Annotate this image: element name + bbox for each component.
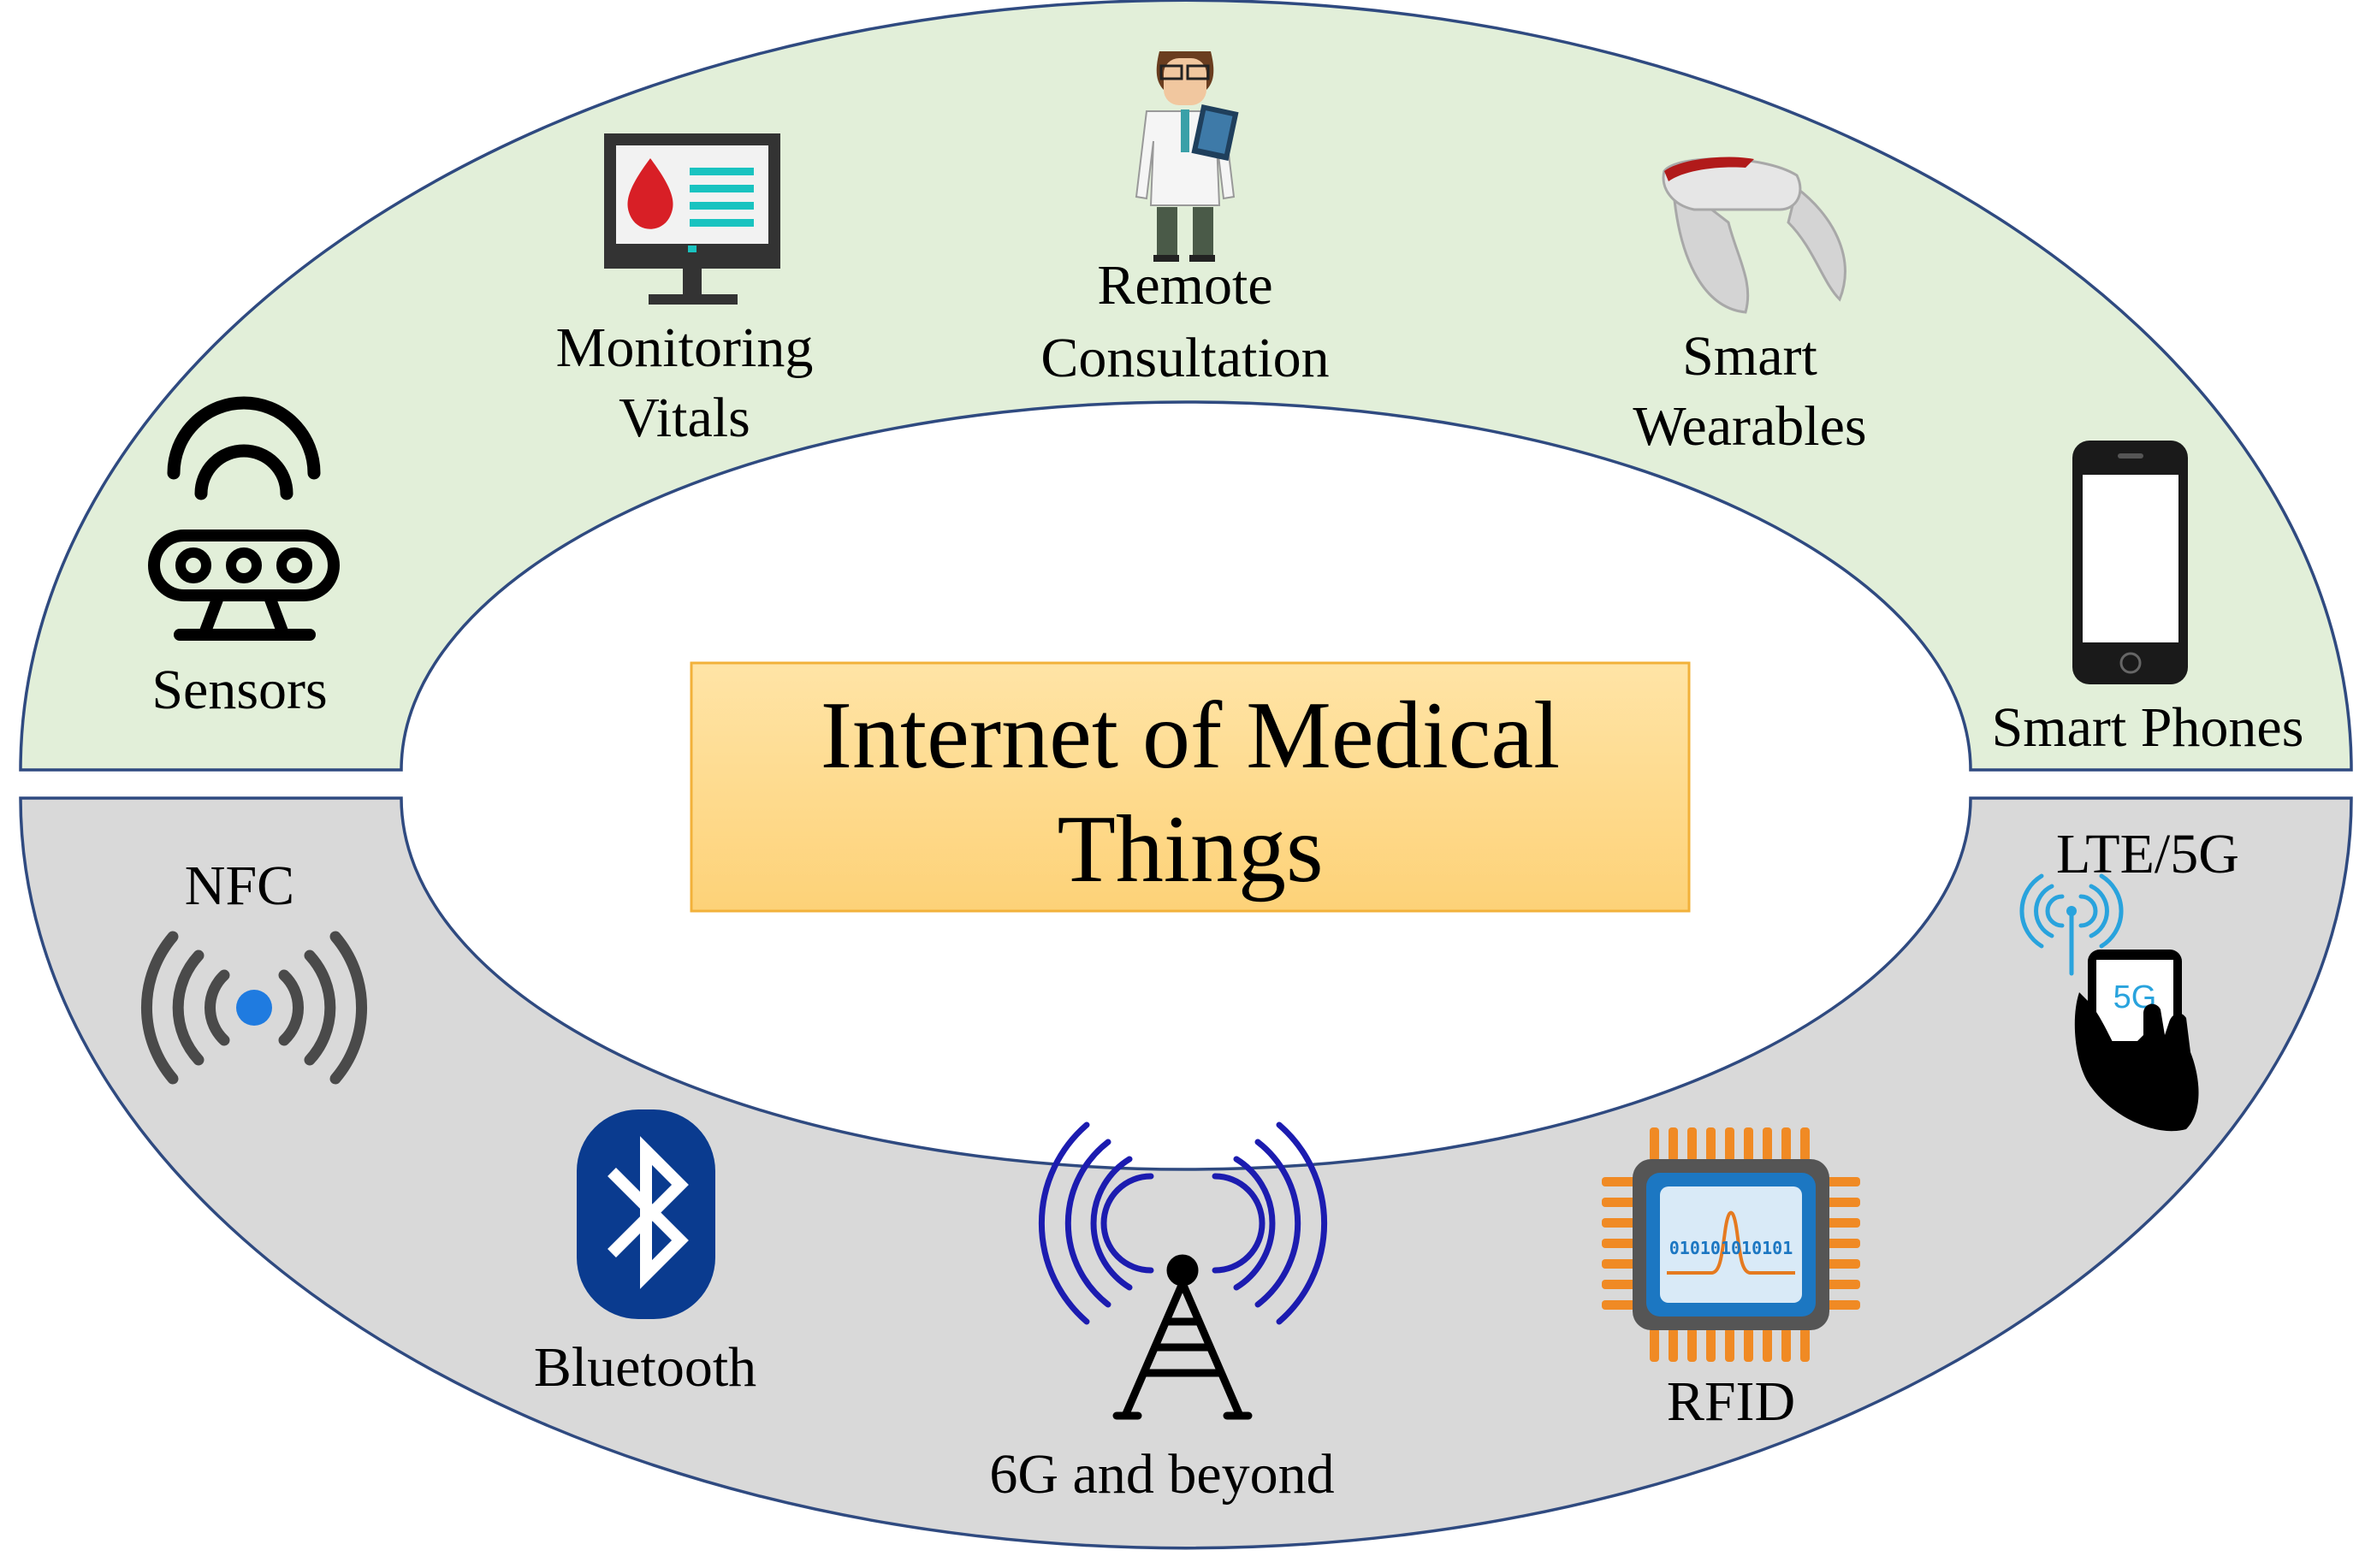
- rfid-pin: [1602, 1259, 1636, 1269]
- rfid-pin: [1763, 1127, 1772, 1162]
- rfid-pin: [1800, 1127, 1810, 1162]
- rfid-pin: [1706, 1328, 1716, 1362]
- lte-5g-label: LTE/5G: [2056, 823, 2239, 885]
- 6g-label: 6G and beyond: [989, 1443, 1334, 1506]
- smart-wearables-label-1: Smart: [1682, 325, 1817, 388]
- rfid-pin: [1669, 1127, 1678, 1162]
- rfid-pin: [1602, 1218, 1636, 1228]
- rfid-pin: [1725, 1328, 1734, 1362]
- rfid-pin: [1800, 1328, 1810, 1362]
- rfid-pin: [1744, 1127, 1753, 1162]
- nfc-item: NFC: [140, 855, 368, 1085]
- center-title-line-2: Things: [1057, 796, 1323, 902]
- monitoring-vitals-label-1: Monitoring: [556, 317, 814, 379]
- rfid-pin: [1602, 1280, 1636, 1289]
- remote-consultation-label-2: Consultation: [1040, 327, 1329, 389]
- rfid-pin: [1763, 1328, 1772, 1362]
- monitoring-vitals-label-2: Vitals: [619, 387, 750, 449]
- smart-phones-label: Smart Phones: [1992, 696, 2304, 759]
- rfid-pin: [1602, 1239, 1636, 1248]
- doctor-tablet-icon: [1135, 51, 1239, 262]
- rfid-pin: [1826, 1239, 1860, 1248]
- remote-consultation-label-1: Remote: [1097, 254, 1272, 317]
- sensors-item: Sensors: [148, 396, 340, 721]
- monitoring-vitals-item: Monitoring Vitals: [556, 133, 814, 449]
- rfid-chip-icon: 010101010101: [1602, 1127, 1860, 1362]
- smart-wearables-item: Smart Wearables: [1633, 157, 1867, 458]
- rfid-pin: [1744, 1328, 1753, 1362]
- bluetooth-label: Bluetooth: [534, 1336, 756, 1399]
- smart-phones-item: Smart Phones: [1992, 441, 2304, 759]
- antenna-tower-icon: [1038, 1121, 1328, 1420]
- rfid-pin: [1669, 1328, 1678, 1362]
- sensor-icon: [148, 396, 340, 641]
- rfid-pin: [1687, 1127, 1697, 1162]
- rfid-pin: [1826, 1259, 1860, 1269]
- nfc-icon: [140, 931, 368, 1085]
- smart-wearable-icon: [1662, 157, 1846, 314]
- hand-phone-5g-icon: 5G: [2019, 873, 2199, 1132]
- rfid-pin: [1725, 1127, 1734, 1162]
- rfid-pin: [1602, 1177, 1636, 1186]
- lte-5g-item: LTE/5G 5G: [2019, 823, 2239, 1132]
- nfc-label: NFC: [185, 855, 294, 917]
- center-title-line-1: Internet of Medical: [821, 683, 1561, 789]
- rfid-pin: [1650, 1328, 1659, 1362]
- rfid-pin: [1826, 1198, 1860, 1207]
- bluetooth-item: Bluetooth: [534, 1109, 756, 1399]
- smart-wearables-label-2: Wearables: [1633, 395, 1866, 458]
- rfid-pin: [1602, 1198, 1636, 1207]
- rfid-item: 010101010101 RFID: [1602, 1127, 1860, 1433]
- rfid-label: RFID: [1667, 1370, 1795, 1433]
- rfid-pin: [1687, 1328, 1697, 1362]
- rfid-pin: [1602, 1300, 1636, 1310]
- rfid-pin: [1826, 1300, 1860, 1310]
- rfid-pin: [1826, 1177, 1860, 1186]
- monitor-blood-drop-icon: [604, 133, 780, 305]
- rfid-pin: [1826, 1218, 1860, 1228]
- 6g-item: 6G and beyond: [989, 1121, 1335, 1506]
- bluetooth-icon: [577, 1109, 715, 1319]
- center-title-box: Internet of Medical Things: [690, 661, 1691, 913]
- rfid-pin: [1706, 1127, 1716, 1162]
- rfid-chip-text: 010101010101: [1669, 1238, 1793, 1258]
- remote-consultation-item: Remote Consultation: [1040, 51, 1330, 389]
- smartphone-icon: [2072, 441, 2188, 684]
- rfid-pin: [1781, 1328, 1791, 1362]
- sensors-label: Sensors: [151, 659, 327, 721]
- rfid-pin: [1826, 1280, 1860, 1289]
- rfid-pin: [1650, 1127, 1659, 1162]
- rfid-pin: [1781, 1127, 1791, 1162]
